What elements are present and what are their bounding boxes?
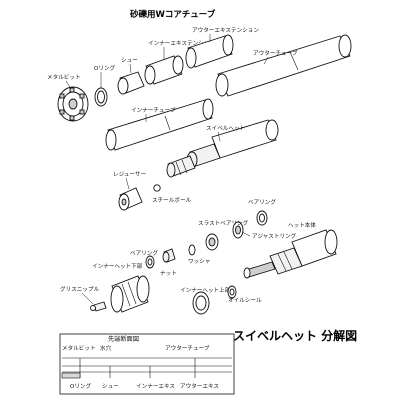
exploded-view-caption: スイベルヘット 分解図 <box>233 328 357 343</box>
oil-seal-part <box>227 285 237 299</box>
label-head-body: ヘット本体 <box>288 221 316 229</box>
cross-section-inset <box>59 333 235 395</box>
label-washer: ワッシャ <box>188 258 210 265</box>
inset-label-metal-bit: メタルビット <box>62 344 96 352</box>
outer-extension-part <box>185 34 234 69</box>
head-body-part <box>243 229 338 279</box>
inset-label-shoe: シュー <box>102 384 119 390</box>
label-bearing-mid: ベアリング <box>130 249 158 257</box>
label-shoe: シュー <box>121 58 138 64</box>
label-inner-head-upper: インナーヘット上部 <box>180 286 231 294</box>
outer-tube-part <box>215 34 352 97</box>
inset-label-outer-tube: アウターチューブ <box>165 344 210 352</box>
label-o-ring: Oリング <box>94 64 116 72</box>
label-thrust-bearing: スラストベアリング <box>198 219 249 227</box>
inner-tube-part <box>105 98 214 151</box>
metal-bit-part <box>57 86 89 122</box>
shoe-part <box>117 71 145 95</box>
inner-head-upper-part <box>192 291 210 315</box>
adjust-ring-part <box>232 221 244 239</box>
inset-label-o-ring: Oリング <box>70 382 92 390</box>
inner-head-lower-part <box>110 275 150 313</box>
nut-part <box>162 248 176 263</box>
bearing-top-part <box>256 210 268 226</box>
steel-ball-part <box>153 184 161 192</box>
inset-label-water-hole: 水穴 <box>100 344 112 352</box>
inset-label-inner-ex: インナーエキス <box>136 383 175 390</box>
label-outer-tube: アウターチューブ <box>253 49 298 57</box>
inner-extension-part <box>144 55 184 85</box>
swivel-head-part <box>166 119 279 178</box>
label-nut: ナット <box>160 270 177 277</box>
label-oil-seal: オイルシール <box>228 297 262 304</box>
inset-label-outer-ex: アウターエキス <box>180 382 219 390</box>
bearing-mid-part <box>145 255 155 269</box>
label-regulator: レジューサー <box>113 171 146 178</box>
label-inner-tube: インナーチューブ <box>131 106 176 114</box>
label-swivel-head: スイベルヘット <box>206 125 245 132</box>
label-grease-nipple: グリスニップル <box>60 285 100 293</box>
washer-part <box>188 244 196 256</box>
grease-nipple-part <box>90 301 107 312</box>
label-inner-head-lower: インナーヘット下部 <box>92 262 143 270</box>
inset-title: 先端断面図 <box>108 335 139 343</box>
label-metal-bit: メタルビット <box>47 73 81 81</box>
regulator-part <box>118 187 143 211</box>
label-inner-extension: インナーエキステンション <box>148 40 215 47</box>
label-bearing-top: ベアリング <box>248 198 276 206</box>
label-steel-ball: スチールボール <box>152 196 192 204</box>
thrust-bearing-part <box>205 233 219 251</box>
o-ring-part <box>94 87 108 107</box>
label-outer-extension: アウターエキステンション <box>192 26 259 34</box>
diagram-title: 砂礫用Wコアチューブ <box>129 9 216 20</box>
label-adjust-ring: アジャストリング <box>252 232 297 240</box>
